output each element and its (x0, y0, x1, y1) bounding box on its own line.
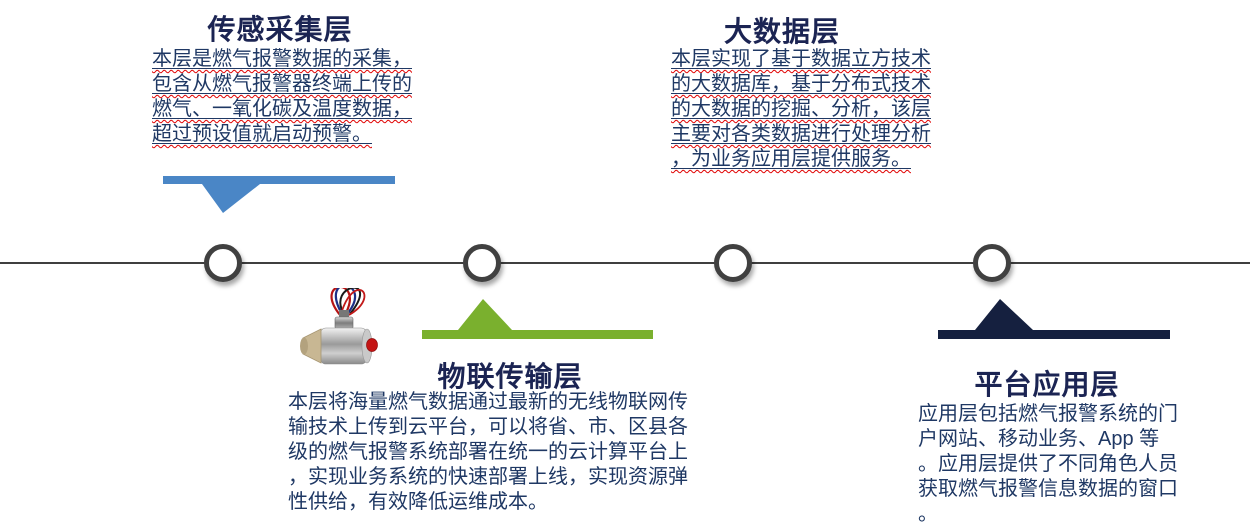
layer-body-platform: 应用层包括燃气报警系统的门 户网站、移动业务、App 等 。应用层提供了不同角色… (918, 402, 1238, 527)
layer-body-sensing: 本层是燃气报警数据的采集， 包含从燃气报警器终端上传的 燃气、一氧化碳及温度数据… (152, 47, 414, 147)
body-line: 本层将海量燃气数据通过最新的无线物联网传 (288, 391, 688, 413)
sensing-marker-down-arrow (163, 176, 395, 213)
iot-marker-up-arrow (422, 299, 653, 339)
body-line: 户网站、移动业务、App 等 (918, 428, 1160, 450)
layer-title-sensing: 传感采集层 (207, 14, 353, 45)
timeline-line (0, 262, 1250, 264)
layer-title-bigdata: 大数据层 (723, 16, 840, 47)
body-line: ，为业务应用层提供服务。 (671, 148, 911, 170)
body-line: 主要对各类数据进行处理分析 (671, 123, 931, 145)
layer-title-platform: 平台应用层 (974, 369, 1120, 400)
platform-marker-up-arrow (938, 299, 1170, 339)
body-line: 。 (918, 503, 938, 525)
body-line: 输技术上传到云平台，可以将省、市、区县各 (288, 416, 688, 438)
body-line: ，实现业务系统的快速部署上线，实现资源弹 (288, 466, 688, 488)
body-line: 本层是燃气报警数据的采集， (152, 48, 412, 70)
timeline-node (204, 244, 242, 282)
timeline-node (714, 244, 752, 282)
body-line: 应用层包括燃气报警系统的门 (918, 403, 1178, 425)
gas-sensor-photo (300, 288, 378, 365)
layer-body-bigdata: 本层实现了基于数据立方技术 的大数据库，基于分布式技术 的大数据的挖掘、分析，该… (671, 47, 953, 172)
body-line: 的大数据库，基于分布式技术 (671, 73, 931, 95)
body-line: 包含从燃气报警器终端上传的 (152, 73, 412, 95)
layer-title-iot: 物联传输层 (437, 361, 583, 392)
timeline-node (973, 244, 1011, 282)
timeline-node (463, 244, 501, 282)
body-line: 性供给，有效降低运维成本。 (288, 491, 548, 513)
body-line: 燃气、一氧化碳及温度数据， (152, 98, 412, 120)
body-line: 本层实现了基于数据立方技术 (671, 48, 931, 70)
body-line: 的大数据的挖掘、分析，该层 (671, 98, 931, 120)
body-line: 级的燃气报警系统部署在统一的云计算平台上 (288, 441, 688, 463)
body-line: 超过预设值就启动预警。 (152, 123, 372, 145)
body-line: 。应用层提供了不同角色人员 (918, 453, 1178, 475)
layer-body-iot: 本层将海量燃气数据通过最新的无线物联网传 输技术上传到云平台，可以将省、市、区县… (288, 390, 718, 515)
body-line: 获取燃气报警信息数据的窗口 (918, 478, 1178, 500)
